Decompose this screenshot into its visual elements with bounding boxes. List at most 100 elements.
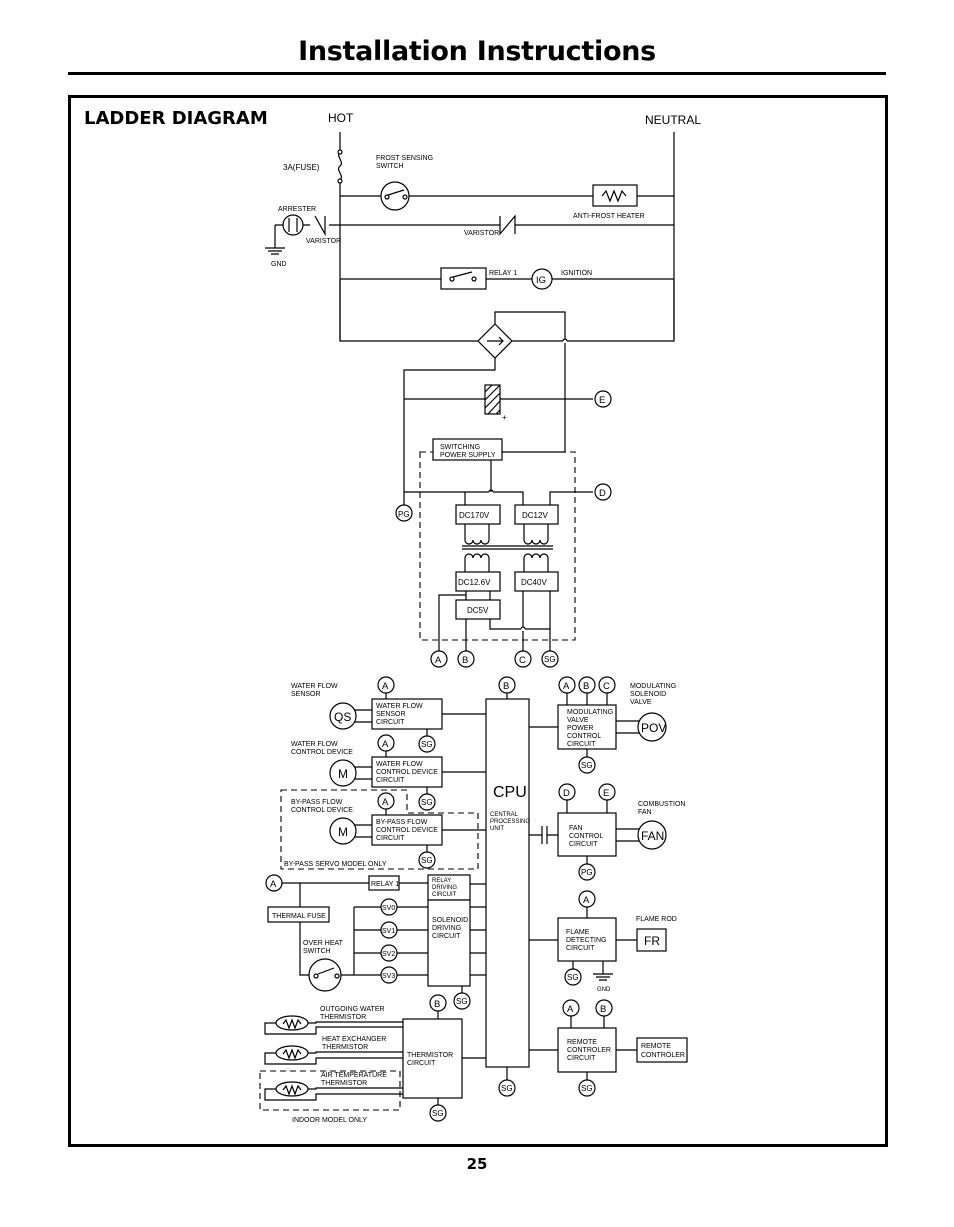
- rd-2: DRIVING: [432, 885, 457, 891]
- overheat-label-2: SWITCH: [303, 948, 331, 955]
- switching-power-supply: SWITCHING POWER SUPPLY PG D DC170V DC12V…: [395, 438, 612, 668]
- terminal-a: [430, 650, 448, 668]
- msv-3: VALVE: [630, 699, 652, 706]
- coupling-capacitor-icon: [529, 826, 558, 844]
- frost-switch-label-1: FROST SENSING: [376, 155, 433, 162]
- bypass-c-1: BY-PASS FLOW: [376, 819, 428, 826]
- rung-frost: FROST SENSING SWITCH ANTI-FROST HEATER: [340, 155, 674, 220]
- flame-group: A FLAME DETECTING CIRCUIT FLAME ROD FR S…: [529, 890, 677, 993]
- remc-1: REMOTE: [641, 1043, 671, 1050]
- sv3: SV3: [382, 973, 395, 980]
- rem-b: B: [600, 1004, 606, 1015]
- mvc-3: POWER: [567, 725, 593, 732]
- transformer-secondary-2: [523, 553, 549, 572]
- dc12v-label: DC12V: [522, 511, 548, 520]
- rd-1: RELAY: [432, 878, 451, 884]
- dc40v-box: [514, 571, 559, 592]
- wfs-c-3: CIRCUIT: [376, 719, 405, 726]
- neutral-label: NEUTRAL: [645, 113, 701, 127]
- mvc-5: CIRCUIT: [567, 741, 596, 748]
- hot-label: HOT: [328, 111, 354, 125]
- neutral-rail: NEUTRAL: [645, 113, 701, 340]
- terminal-e: [594, 390, 612, 408]
- air-temp-thermistor-icon: [275, 1081, 309, 1097]
- dc126v-label: DC12.6V: [458, 578, 491, 587]
- section-title: LADDER DIAGRAM: [84, 108, 268, 129]
- flame-rod-box: [636, 928, 667, 952]
- bypass-label-1: BY-PASS FLOW: [291, 799, 343, 806]
- remote-controler-box: [636, 1037, 688, 1063]
- anti-frost-heater-label: ANTI-FROST HEATER: [573, 213, 645, 220]
- remc-2: CONTROLER: [641, 1052, 685, 1059]
- sd-3: CIRCUIT: [432, 933, 461, 940]
- mvc-1: MODULATING: [567, 709, 613, 716]
- relay-driving-box: [427, 874, 471, 901]
- sv1: SV1: [382, 928, 395, 935]
- therm-b: B: [434, 999, 440, 1010]
- tc-1: THERMISTOR: [407, 1052, 453, 1059]
- page-title: Installation Instructions: [298, 36, 656, 67]
- qs-sensor-icon: [329, 702, 357, 730]
- qs-label: QS: [334, 710, 351, 724]
- cpu-sub-3: UNIT: [490, 826, 504, 832]
- dc170v-label: DC170V: [459, 511, 490, 520]
- wfs-label-2: SENSOR: [291, 691, 321, 698]
- dc5v-box: [455, 599, 501, 620]
- solenoid-group: A RELAY 1 THERMAL FUSE OVER HEAT SWITCH …: [265, 874, 486, 1010]
- wfc-sg: SG: [421, 798, 433, 807]
- heat-exchanger-thermistor-icon: [275, 1045, 309, 1061]
- wfc-c-2: CONTROL DEVICE: [376, 769, 438, 776]
- cpu-sub-1: CENTRAL: [490, 812, 519, 818]
- he-2: THERMISTOR: [322, 1044, 368, 1051]
- mv-circuit-box: [557, 704, 617, 750]
- flame-circuit-box: [557, 917, 617, 962]
- bypass-a: A: [382, 797, 389, 808]
- indoor-note: INDOOR MODEL ONLY: [292, 1117, 367, 1124]
- varistor-left-label: VARISTOR: [306, 238, 341, 245]
- varistor-icon: [314, 215, 326, 237]
- wfc-c-3: CIRCUIT: [376, 777, 405, 784]
- terminal-sg: [541, 650, 559, 668]
- ground-icon: [265, 247, 285, 255]
- bypass-note: BY-PASS SERVO MODEL ONLY: [284, 861, 387, 868]
- terminal-sg-label: SG: [544, 655, 556, 664]
- sps-box: [432, 438, 503, 461]
- rem-sg: SG: [581, 1084, 593, 1093]
- fuse-icon: [337, 151, 343, 181]
- rectifier: [339, 280, 675, 490]
- title-rule: [68, 72, 886, 75]
- varistor-right-icon: [499, 214, 516, 236]
- overheat-label-1: OVER HEAT: [303, 940, 344, 947]
- sv0: SV0: [382, 905, 395, 912]
- fan-label: FAN: [641, 829, 664, 843]
- fan-group: D E COMBUSTION FAN FAN CONTROL CIRCUIT F…: [529, 783, 685, 881]
- bypass-motor-icon: [329, 817, 357, 845]
- sd-sg: SG: [456, 997, 468, 1006]
- ow-1: OUTGOING WATER: [320, 1006, 385, 1013]
- rc-1: REMOTE: [567, 1039, 597, 1046]
- wfc-label-1: WATER FLOW: [291, 741, 338, 748]
- at-2: THERMISTOR: [321, 1080, 367, 1087]
- fc-2: CONTROL: [569, 833, 603, 840]
- flc-2: DETECTING: [566, 937, 606, 944]
- wfc-c-1: WATER FLOW: [376, 761, 423, 768]
- pov-label: POV: [641, 721, 666, 735]
- transformer-core: [462, 545, 553, 550]
- tc-2: CIRCUIT: [407, 1060, 436, 1067]
- terminal-d-label: D: [599, 488, 606, 499]
- mvc-2: VALVE: [567, 717, 589, 724]
- terminal-e-label: E: [599, 395, 605, 406]
- transformer-primary-1: [464, 524, 490, 545]
- wfs-sg: SG: [421, 740, 433, 749]
- thermal-fuse-box: [267, 906, 330, 923]
- wfc-m: M: [338, 767, 348, 781]
- frost-switch-label-2: SWITCH: [376, 163, 404, 170]
- mv-sg: SG: [581, 761, 593, 770]
- arrester-icon: [282, 214, 304, 236]
- transformer-secondary-1: [464, 553, 490, 572]
- sv2: SV2: [382, 951, 395, 958]
- heater-icon: [592, 184, 638, 207]
- at-1: AIR TEMPERATURE: [321, 1072, 387, 1079]
- fan-d: D: [563, 788, 570, 799]
